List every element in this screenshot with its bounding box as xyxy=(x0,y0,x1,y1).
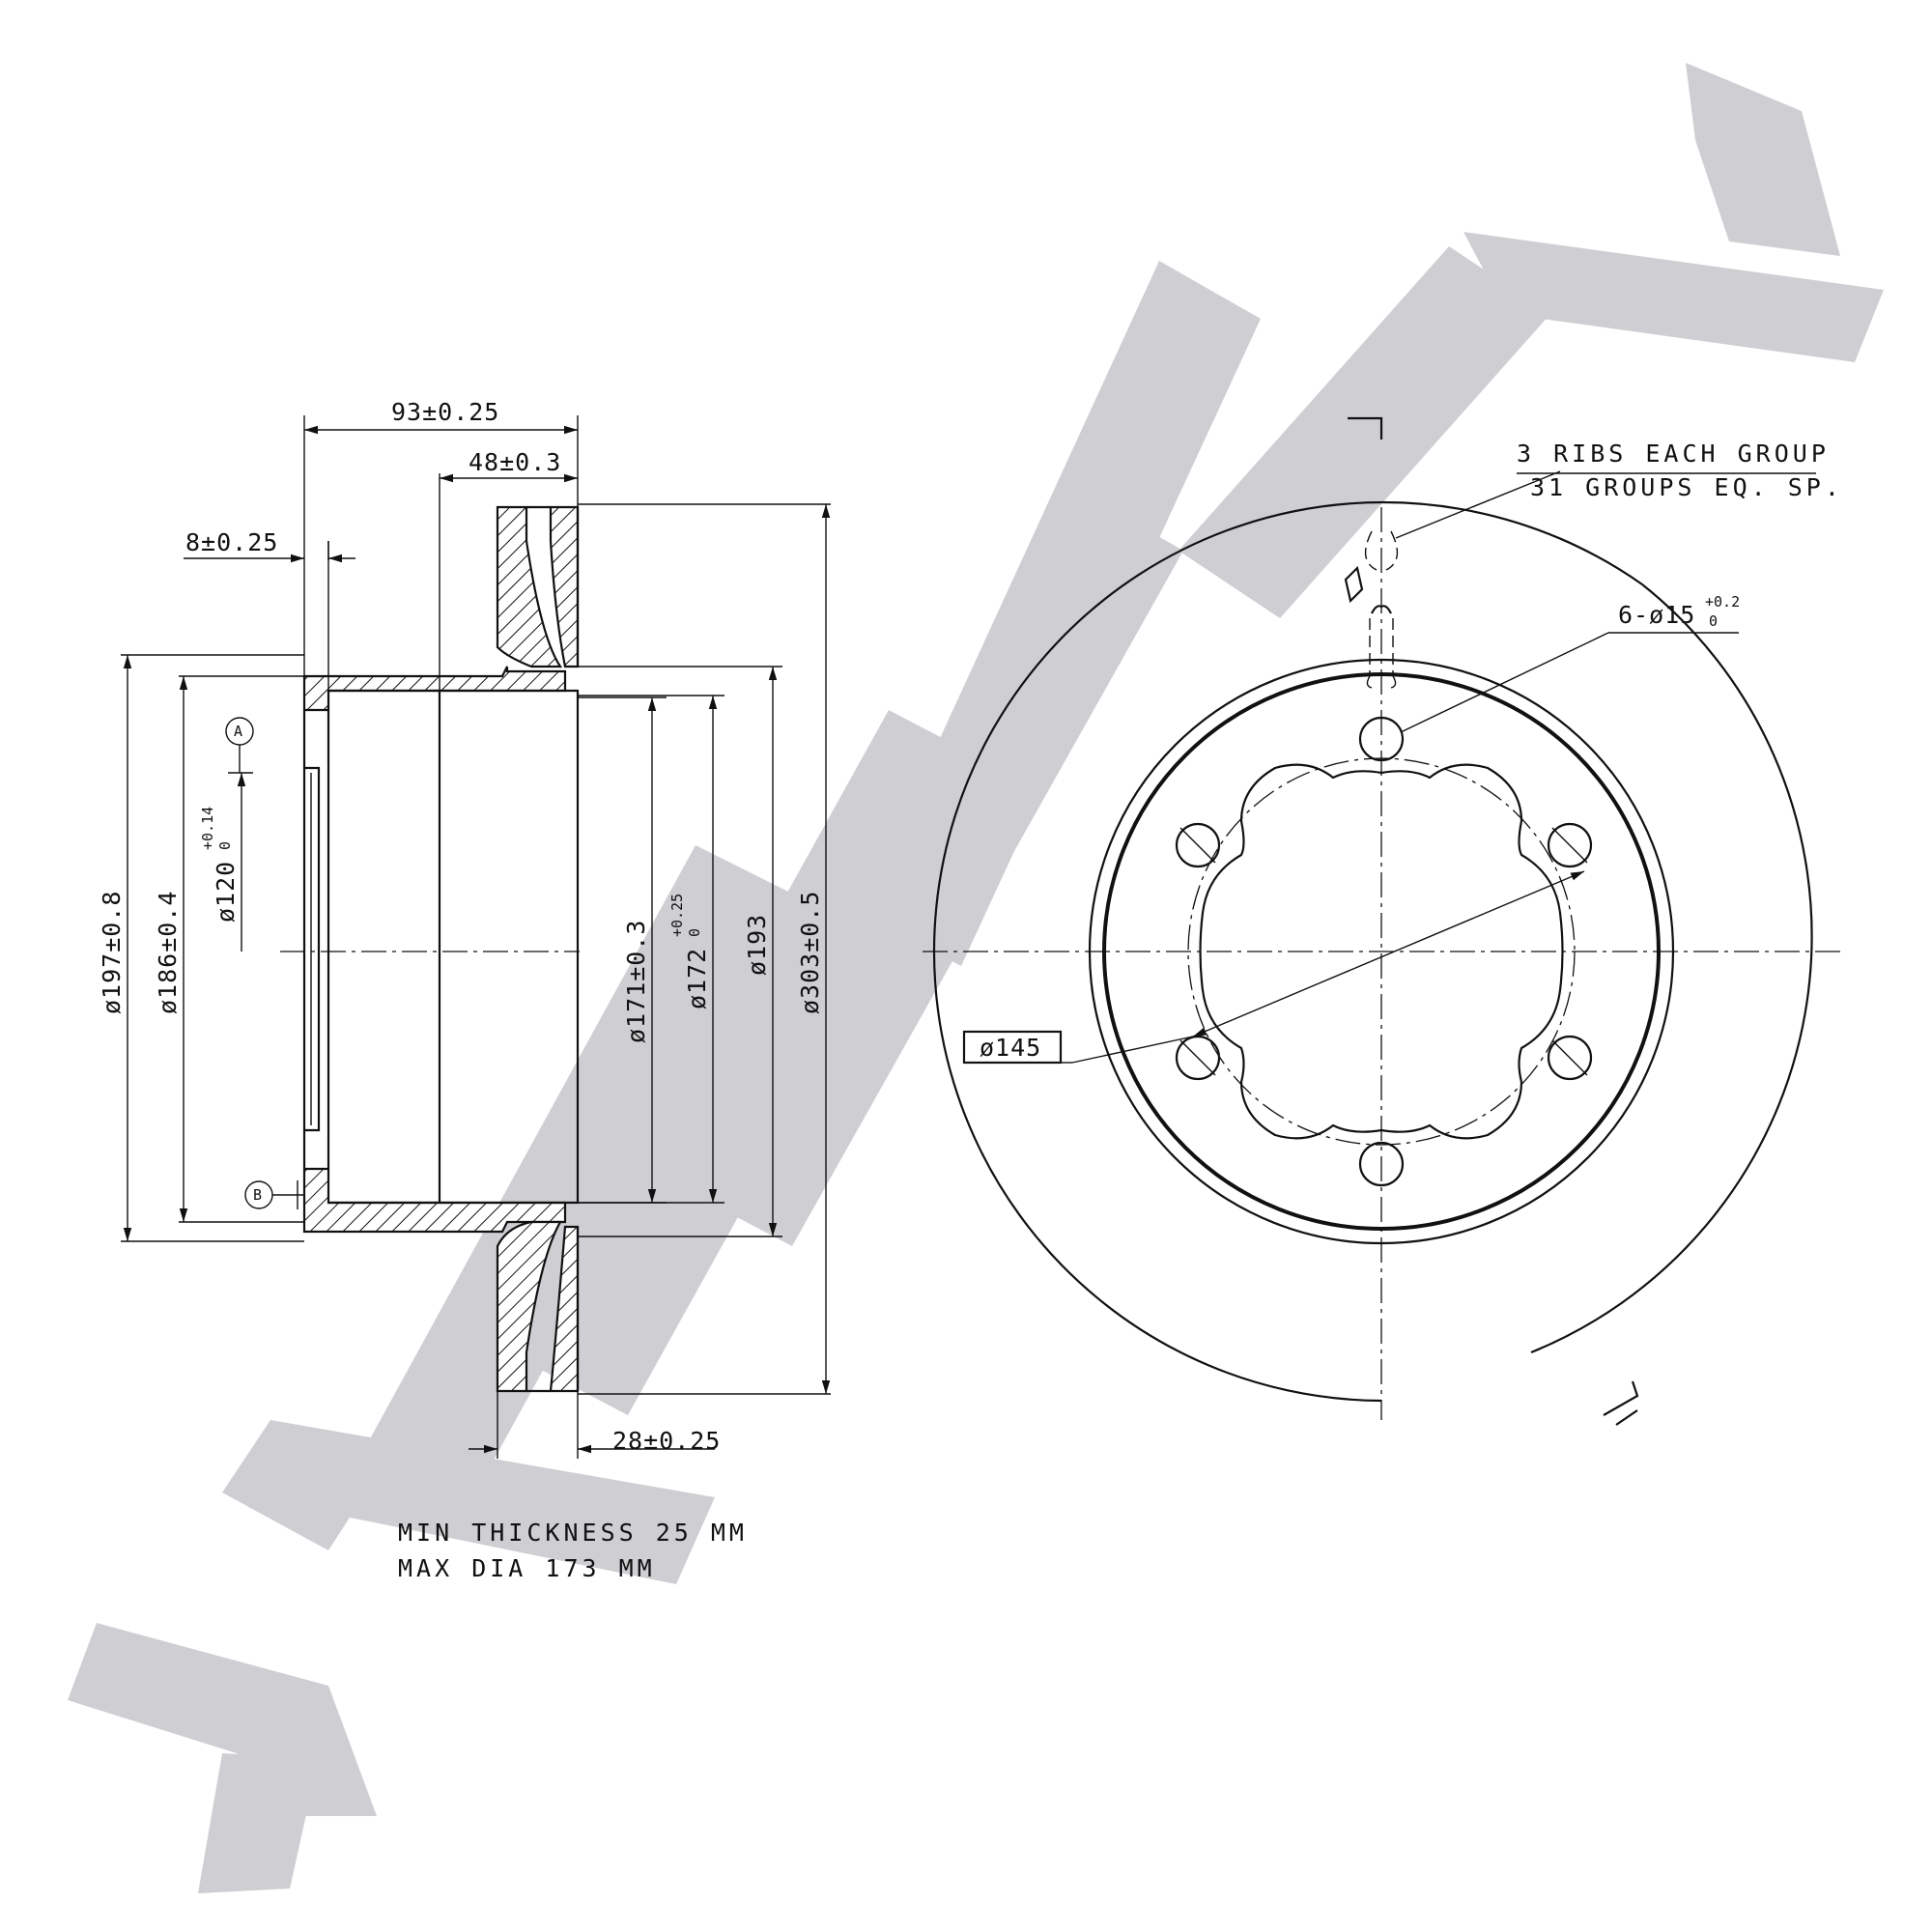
note-max-dia: MAX DIA 173 MM xyxy=(398,1554,656,1582)
dim-d171: ø171±0.3 xyxy=(622,920,650,1043)
holes-tol-lower: 0 xyxy=(1709,612,1718,630)
ribs-label-line1: 3 RIBS EACH GROUP xyxy=(1517,440,1830,468)
dim-d172: ø172 xyxy=(683,948,711,1009)
dim-flange: 8±0.25 xyxy=(185,528,278,556)
dim-d172-tol-lower: 0 xyxy=(686,928,703,937)
datum-a-label: A xyxy=(234,723,242,740)
dim-d172-tol-upper: +0.25 xyxy=(668,894,686,937)
holes-tol-upper: +0.2 xyxy=(1705,593,1740,611)
datum-b-label: B xyxy=(253,1186,262,1204)
dim-width-total: 93±0.25 xyxy=(391,398,499,426)
dim-d193: ø193 xyxy=(743,914,771,976)
pcd-label: ø145 xyxy=(980,1034,1041,1062)
section-view xyxy=(121,415,831,1459)
dim-d120-tol-lower: 0 xyxy=(216,841,234,850)
holes-label: 6-ø15 xyxy=(1618,601,1695,629)
note-min-thickness: MIN THICKNESS 25 MM xyxy=(398,1519,748,1547)
dim-d120: ø120 xyxy=(212,861,240,923)
dim-d197: ø197±0.8 xyxy=(98,891,126,1014)
dim-d120-tol-upper: +0.14 xyxy=(199,807,216,850)
watermark-logo xyxy=(68,63,1884,1893)
dim-hat-depth: 48±0.3 xyxy=(469,448,561,476)
dim-d303: ø303±0.5 xyxy=(796,891,824,1014)
front-view xyxy=(923,416,1845,1426)
dim-d186: ø186±0.4 xyxy=(154,891,182,1014)
ribs-label-line2: 31 GROUPS EQ. SP. xyxy=(1530,473,1843,501)
dim-disc-thickness: 28±0.25 xyxy=(612,1427,721,1455)
